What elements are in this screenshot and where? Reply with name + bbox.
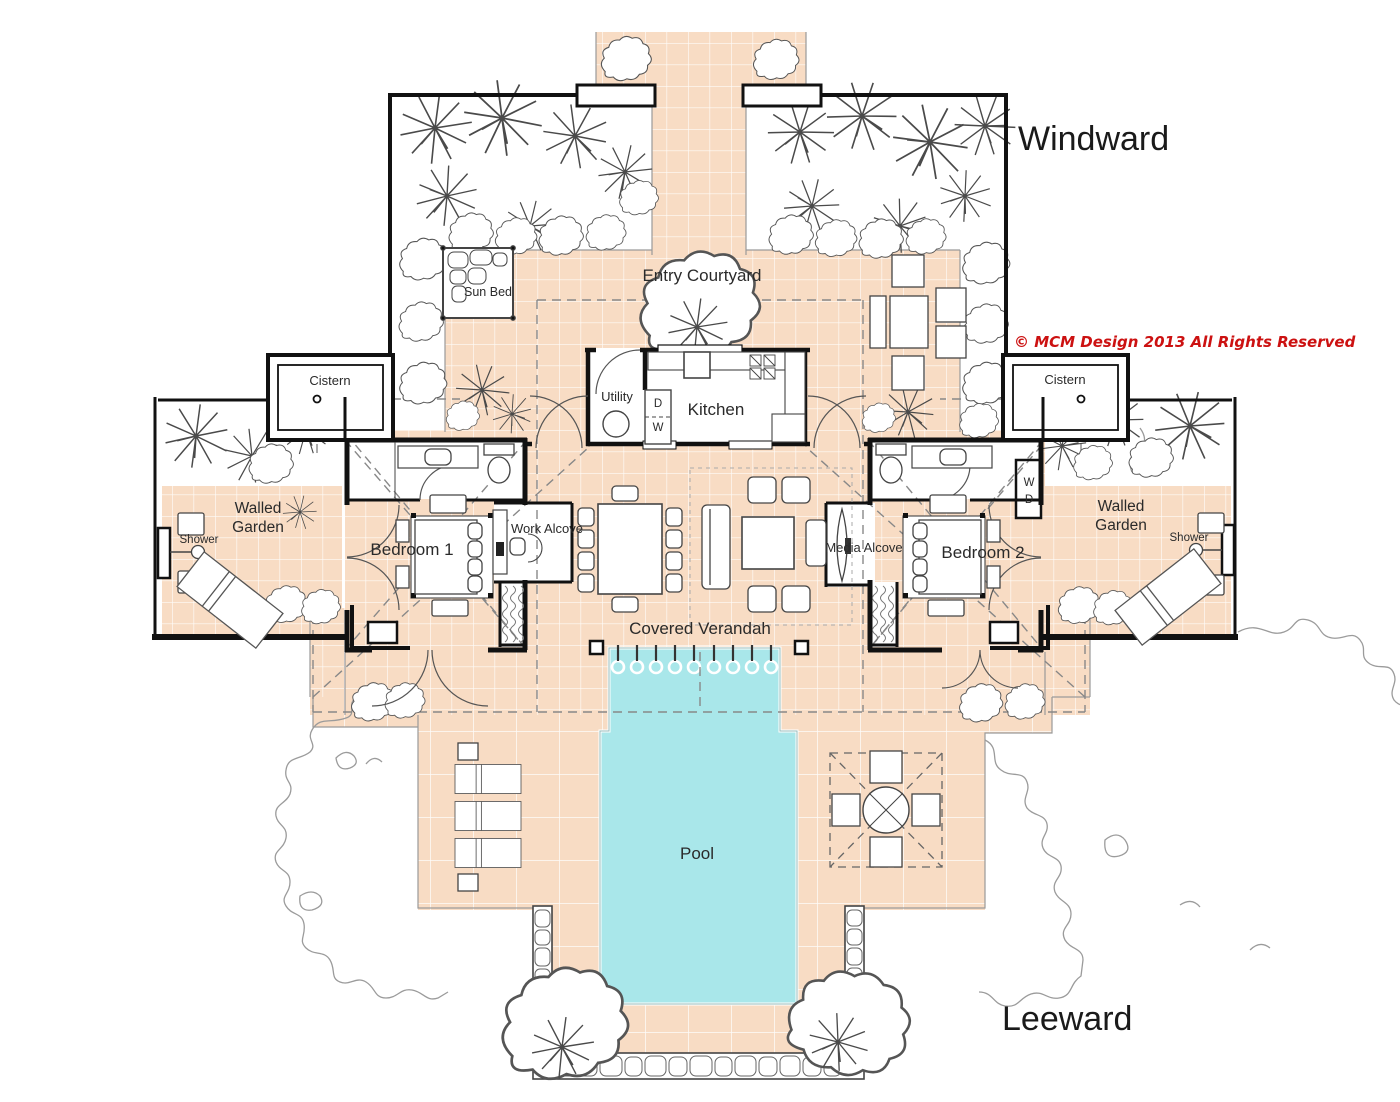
courtyard-seating (869, 254, 967, 391)
dining-set (577, 485, 683, 613)
cistern-right-label: Cistern (1044, 372, 1085, 387)
work-alcove-label: Work Alcove (511, 521, 583, 536)
entry-courtyard-label: Entry Courtyard (642, 266, 761, 285)
shower-left-label: Shower (180, 534, 219, 546)
bedroom1-label: Bedroom 1 (370, 540, 453, 559)
bathroom1-fixtures (394, 442, 515, 498)
labels: Windward Leeward © MCM Design 2013 All R… (180, 120, 1356, 1038)
bedroom1-furniture (395, 494, 525, 643)
terrain-right-curls (1104, 834, 1271, 951)
kitchen-label: Kitchen (688, 400, 745, 419)
dw-closet (644, 389, 672, 445)
media-alcove-label: Media Alcove (825, 540, 902, 555)
shower-panel-left (156, 526, 172, 580)
fountain-spouts (610, 645, 779, 675)
bedroom2-furniture (871, 494, 1001, 643)
terrain-lines (274, 427, 1400, 1007)
walled-garden-left-furniture (170, 512, 284, 649)
outdoor-dining (829, 750, 943, 868)
cooktop (749, 354, 776, 380)
living-set (689, 467, 853, 626)
terrain-left-curl1 (335, 751, 383, 770)
pool-group (598, 645, 799, 1006)
door-swings (346, 349, 1042, 707)
leeward-label: Leeward (1002, 1000, 1132, 1038)
pool-water (598, 646, 799, 1006)
kitchen-dryer-label: D (654, 398, 662, 410)
windward-label: Windward (1018, 120, 1169, 158)
pool-label: Pool (680, 844, 714, 863)
terrain-right-inner (978, 739, 1084, 1007)
walled-garden-left-line1: Walled (235, 500, 282, 517)
terrain-left (274, 689, 449, 1000)
sun-bed-label: Sun Bed (464, 285, 512, 299)
bedroom2-label: Bedroom 2 (941, 543, 1024, 562)
sun-bed (440, 245, 516, 321)
walls (152, 83, 1238, 656)
shower-right-label: Shower (1170, 532, 1209, 544)
work-alcove-desk (492, 509, 543, 575)
cistern-left-label: Cistern (309, 373, 350, 388)
kitchen-washer-label: W (653, 422, 664, 434)
rug (689, 467, 853, 626)
bedroom2-dryer-label: D (1025, 494, 1033, 506)
media-console (836, 506, 848, 584)
utility-label: Utility (601, 389, 633, 404)
furniture (170, 245, 1225, 892)
tv (845, 538, 851, 554)
walled-garden-right-furniture (1114, 512, 1225, 646)
cistern-right-box (1001, 353, 1130, 442)
copyright-text: © MCM Design 2013 All Rights Reserved (1014, 333, 1356, 351)
deck-loungers (454, 742, 522, 892)
cistern-left-box (266, 353, 395, 442)
kitchen-fittings (602, 351, 806, 445)
terrain-left-curl2 (299, 891, 323, 911)
bathroom2-fixtures (875, 443, 993, 484)
terrain-right-outer (1237, 618, 1400, 706)
walled-garden-right-line2: Garden (1095, 517, 1147, 534)
walled-garden-left-line2: Garden (232, 519, 284, 536)
walled-garden-right-line1: Walled (1098, 498, 1145, 515)
utility-washer (602, 410, 630, 438)
sofa (701, 504, 731, 590)
coffee-table (741, 516, 795, 570)
covered-verandah-label: Covered Verandah (629, 619, 771, 638)
bedroom2-washer-label: W (1024, 477, 1035, 489)
